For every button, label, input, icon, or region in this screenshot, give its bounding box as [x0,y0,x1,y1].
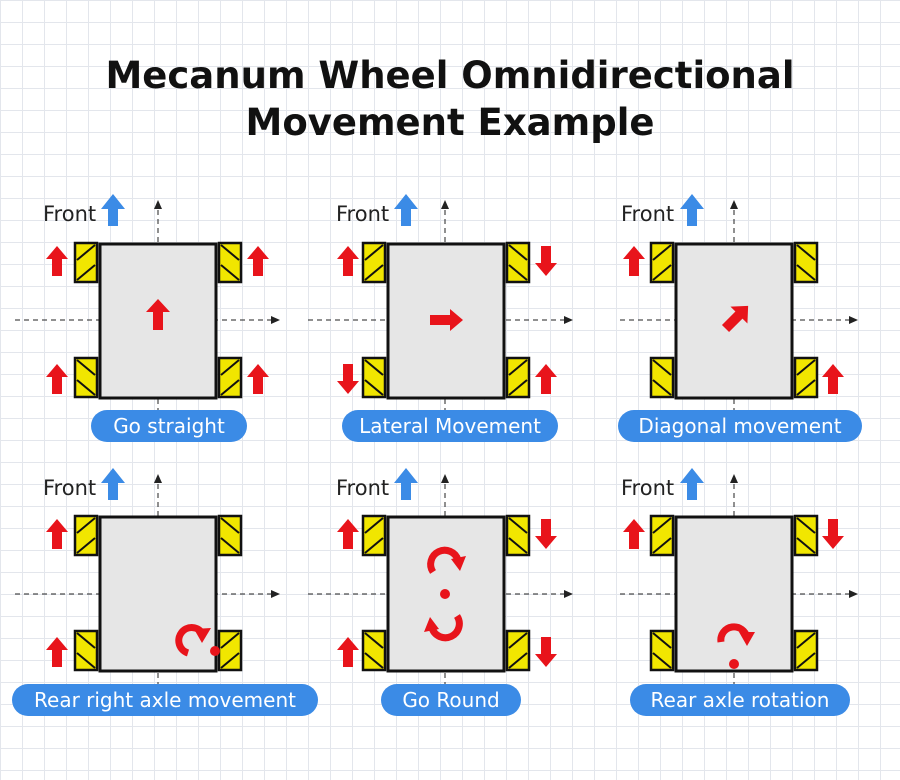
front-right-wheel-down-arrow-icon [535,246,557,276]
spin-arrows-icon [424,546,466,642]
panel-diagonal-movement: Front Diagonal movement [588,190,878,480]
rear-left-wheel-down-arrow-icon [337,364,359,394]
front-label: Front [43,476,97,500]
front-label: Front [336,476,390,500]
rear-right-wheel [793,629,819,672]
panel-drawing [308,194,573,440]
title-line-2: Movement Example [245,101,655,144]
front-right-wheel-up-arrow-icon [247,246,269,276]
front-left-wheel-up-arrow-icon [46,519,68,549]
rear-right-wheel [217,356,243,399]
rear-right-wheel-up-arrow-icon [535,364,557,394]
front-left-wheel [649,514,675,557]
rear-right-wheel-down-arrow-icon [535,637,557,667]
panel-drawing [620,194,858,440]
rear-left-wheel [361,629,387,672]
caption-rear-axle-rotation: Rear axle rotation [630,684,850,716]
panel-drawing [308,468,573,714]
front-right-wheel [793,514,819,557]
panel-go-straight: Front Go straight [10,190,300,480]
rear-right-wheel [505,356,531,399]
caption-rear-right-axle-movement: Rear right axle movement [12,684,318,716]
rear-right-wheel [217,629,243,672]
front-right-wheel [793,241,819,284]
front-left-wheel-up-arrow-icon [46,246,68,276]
right-arrow-icon [430,309,463,331]
front-left-wheel-up-arrow-icon [623,519,645,549]
front-label: Front [621,476,675,500]
rear-left-wheel [73,629,99,672]
front-left-wheel [73,241,99,284]
robot-body [98,515,218,673]
robot-body [674,515,794,673]
front-arrow-icon [101,468,125,500]
front-arrow-icon [680,194,704,226]
page-title: Mecanum Wheel Omnidirectional Movement E… [0,52,900,146]
front-left-wheel [73,514,99,557]
front-arrow-icon [394,194,418,226]
front-label: Front [336,202,390,226]
rotation-center [440,589,450,599]
rear-left-wheel-up-arrow-icon [337,637,359,667]
panel-rear-right-axle-movement: Front Rear right axle movement [10,464,318,754]
front-left-wheel-up-arrow-icon [623,246,645,276]
panel-rear-axle-rotation: Front Rear axle rotation [588,464,878,754]
rear-left-wheel-up-arrow-icon [46,637,68,667]
rotate-arrow-icon [175,624,211,657]
straight-arrow-icon [146,299,170,330]
diagonal-arrow-icon [721,305,749,333]
rear-right-wheel [505,629,531,672]
rear-left-wheel [361,356,387,399]
front-label: Front [621,202,675,226]
panel-drawing [620,468,858,714]
rotation-pivot [729,659,739,669]
front-right-wheel [217,514,243,557]
caption-go-round: Go Round [381,684,521,716]
panel-drawing [15,194,280,440]
caption-go-straight: Go straight [91,410,247,442]
front-right-wheel [217,241,243,284]
front-right-wheel [505,514,531,557]
front-left-wheel [361,241,387,284]
rear-right-wheel-up-arrow-icon [822,364,844,394]
panel-drawing [15,468,280,714]
rear-left-wheel [649,356,675,399]
front-arrow-icon [680,468,704,500]
rotation-pivot [210,646,220,656]
front-arrow-icon [394,468,418,500]
rear-right-wheel [793,356,819,399]
front-right-wheel-down-arrow-icon [535,519,557,549]
front-arrow-icon [101,194,125,226]
caption-lateral-movement: Lateral Movement [342,410,558,442]
front-left-wheel-up-arrow-icon [337,246,359,276]
front-left-wheel [649,241,675,284]
front-left-wheel-up-arrow-icon [337,519,359,549]
rear-right-wheel-up-arrow-icon [247,364,269,394]
rear-left-wheel [649,629,675,672]
front-label: Front [43,202,97,226]
caption-diagonal-movement: Diagonal movement [618,410,862,442]
panel-go-round: Front Go Round [303,464,593,754]
rear-left-wheel-up-arrow-icon [46,364,68,394]
rotate-arrow-icon [717,623,755,646]
front-left-wheel [361,514,387,557]
front-right-wheel [505,241,531,284]
panel-lateral-movement: Front Lateral Movement [303,190,593,480]
rear-left-wheel [73,356,99,399]
front-right-wheel-down-arrow-icon [822,519,844,549]
title-line-1: Mecanum Wheel Omnidirectional [105,54,795,97]
